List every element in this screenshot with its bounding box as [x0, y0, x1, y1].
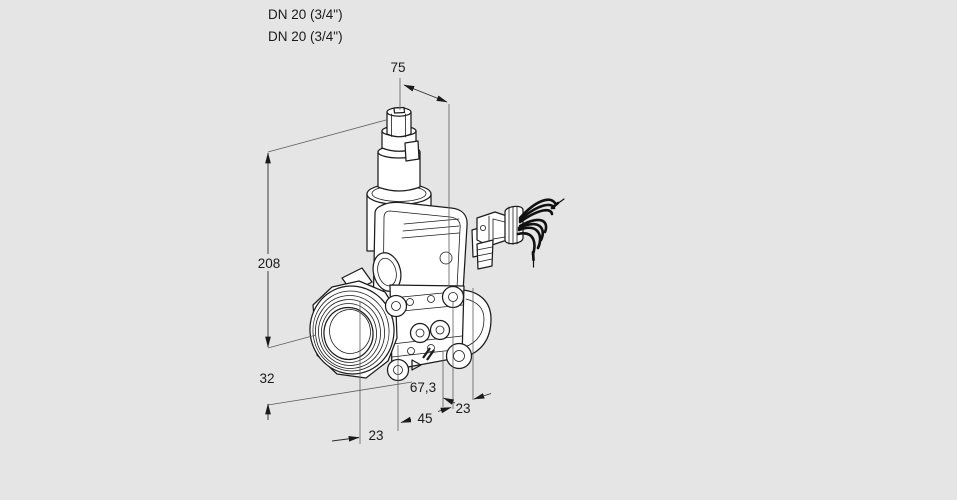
hatch-mark: [422, 347, 435, 361]
dim-lower-height-label: 32: [259, 371, 274, 386]
dn-label-1: DN 20 (3/4"): [268, 7, 343, 22]
inlet-flange: [309, 267, 398, 379]
pressure-ports: [406, 295, 451, 355]
dim-bottom-total-width-label: 67,3: [410, 380, 436, 395]
dim-bottom-left-offset-label: 23: [368, 428, 383, 443]
dimension-lines: 75 208 32 23 45 67,3 23: [252, 60, 492, 444]
valve-drawing: [309, 106, 565, 382]
dn-label-2: DN 20 (3/4"): [268, 29, 343, 44]
flange-bolts: [384, 285, 473, 382]
cable-plug: [471, 198, 565, 270]
dim-top-width-label: 75: [390, 60, 405, 75]
connection-size-labels: DN 20 (3/4") DN 20 (3/4"): [268, 7, 343, 44]
flow-direction-arrow: [411, 359, 422, 371]
dim-total-height-label: 208: [258, 256, 281, 271]
body-right-side: [461, 289, 492, 359]
dim-bottom-right-offset-label: 23: [455, 401, 470, 416]
dim-bottom-center-width-label: 45: [417, 411, 432, 426]
cables: [516, 198, 565, 268]
